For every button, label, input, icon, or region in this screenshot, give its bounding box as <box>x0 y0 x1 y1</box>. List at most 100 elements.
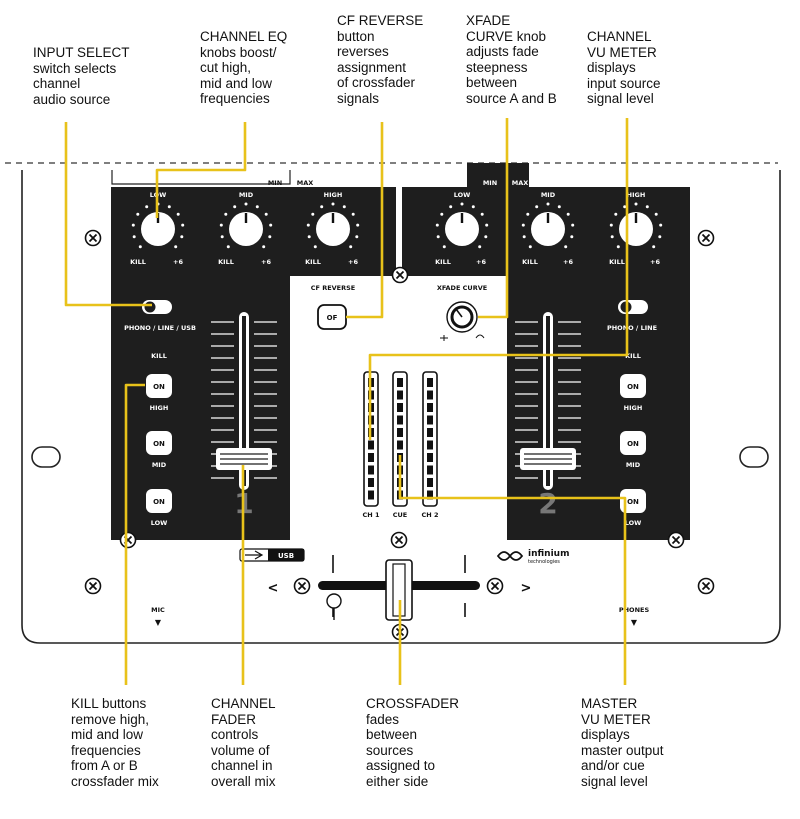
knob-tick <box>176 212 180 216</box>
vu-cue-label: CUE <box>393 511 408 519</box>
callout-line: switch selects <box>33 60 117 76</box>
knob-tick <box>526 212 530 216</box>
channel-fader[interactable] <box>211 312 277 490</box>
callout-line: CHANNEL <box>587 29 652 44</box>
vu-segment <box>368 453 374 462</box>
knob-tick <box>480 212 484 216</box>
knob-tick <box>570 235 574 239</box>
vu-meter-frame <box>392 371 408 507</box>
knob-tick <box>528 245 532 249</box>
callout-line: CF REVERSE <box>337 13 424 28</box>
leader-master-vu <box>398 455 627 685</box>
callout-line: volume of <box>211 742 270 758</box>
callout-line: CHANNEL <box>211 696 276 711</box>
knob-tick <box>349 245 353 249</box>
knob-tick <box>485 223 489 227</box>
leader-input-select <box>64 122 152 307</box>
vu-segment <box>368 440 374 450</box>
eq-mid-label-a: MID <box>239 191 254 199</box>
kill-label-4: KILL <box>435 258 451 266</box>
mic-arrow: ▼ <box>155 618 162 627</box>
eq-knob[interactable] <box>219 202 273 249</box>
max-label-a: MAX <box>297 179 314 187</box>
xfade-curve-knob[interactable] <box>440 301 485 341</box>
vu-segment <box>397 440 403 450</box>
kill-button-on-label: ON <box>153 383 165 391</box>
knob-tick <box>255 205 259 209</box>
kill-button-body <box>620 489 646 513</box>
callout-line: adjusts fade <box>466 44 539 60</box>
knob-tick <box>449 205 453 209</box>
leader-lines <box>64 118 629 685</box>
knob-tick <box>522 235 526 239</box>
knob-tick <box>546 202 550 206</box>
leader-xfade-curve <box>478 118 509 319</box>
kill-label-5: KILL <box>522 258 538 266</box>
phones-label: PHONES <box>619 606 650 614</box>
callout-line: steepness <box>466 59 528 75</box>
top-tab-left <box>111 170 291 185</box>
screw-icon <box>293 577 311 595</box>
vu-meter-frame <box>422 371 438 507</box>
callout-line: CROSSFADER <box>366 696 460 711</box>
knob-tick <box>535 205 539 209</box>
knob-tick <box>484 235 488 239</box>
max-label-b: MAX <box>512 179 529 187</box>
knob-tick <box>351 212 355 216</box>
vu-segment <box>427 378 433 387</box>
vu-segment <box>397 403 403 412</box>
knob-tick <box>616 245 620 249</box>
callout-line: input source <box>587 75 661 91</box>
knob-tick <box>521 223 525 227</box>
knob-tick <box>658 235 662 239</box>
callout-line: displays <box>587 60 636 76</box>
vu-segment <box>427 453 433 462</box>
xfade-curve-label: XFADE CURVE <box>437 284 487 292</box>
eq-knob[interactable] <box>306 202 360 249</box>
eq-knob[interactable] <box>521 202 575 249</box>
eq-knob[interactable] <box>435 202 489 249</box>
kill-button-body <box>146 374 172 398</box>
vu-segment <box>397 390 403 400</box>
channel-fader[interactable] <box>515 312 581 490</box>
callout-line: crossfader mix <box>71 773 159 789</box>
callout-line: frequencies <box>200 91 270 107</box>
knob-tick <box>460 202 464 206</box>
callout-line: overall mix <box>211 773 276 789</box>
knob-tick <box>313 245 317 249</box>
plus6-label-5: +6 <box>563 258 573 266</box>
mount-hole-right <box>739 446 769 468</box>
screw-icon <box>697 229 715 247</box>
callout-line: displays <box>581 727 630 743</box>
callout-line: CHANNEL EQ <box>200 29 288 44</box>
knob-tick <box>262 245 266 249</box>
channel-2-number: 2 <box>538 487 557 520</box>
knob-tick <box>652 245 656 249</box>
knob-tick <box>224 212 228 216</box>
kill-button-on-label: ON <box>627 498 639 506</box>
knob-tick <box>659 223 663 227</box>
knob-tick <box>654 212 658 216</box>
kill-label-6: KILL <box>609 258 625 266</box>
knob-tick <box>264 212 268 216</box>
callout-line: XFADE <box>466 13 511 28</box>
plus6-label-6: +6 <box>650 258 660 266</box>
kill-button-band-label: MID <box>626 461 641 469</box>
knob-tick <box>136 212 140 216</box>
callout-line: audio source <box>33 91 111 107</box>
leader-cf-reverse <box>346 122 384 319</box>
input-select-switch-b[interactable] <box>618 300 648 314</box>
callout-line: FADER <box>211 711 257 727</box>
input-select-switch-a[interactable] <box>142 300 172 314</box>
knob-tick <box>557 205 561 209</box>
knob-tick <box>623 205 627 209</box>
kill-button-body <box>620 374 646 398</box>
